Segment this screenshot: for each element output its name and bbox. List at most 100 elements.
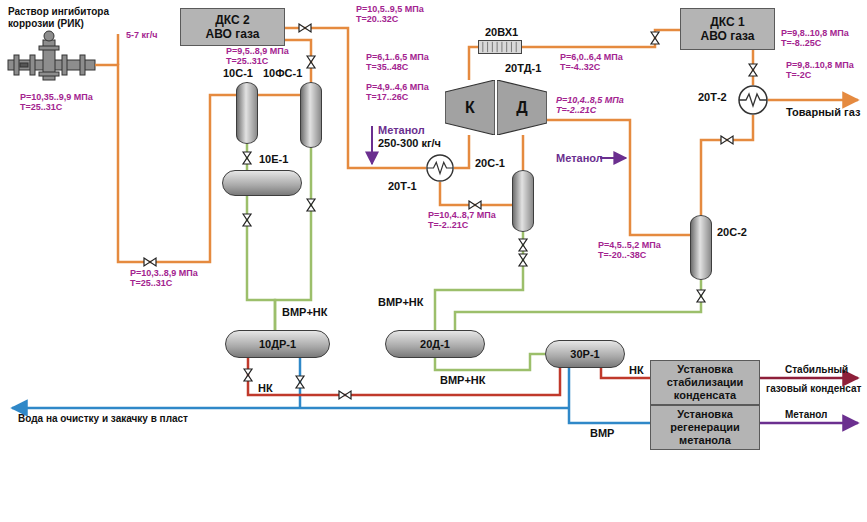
unit-box: ДКС 1АВО газа	[680, 8, 775, 50]
node-label: ДКС 2	[215, 13, 249, 27]
process-parameter: P=6,0..6,4 МПа	[560, 52, 623, 62]
process-parameter: P=6,1..6,5 МПа	[366, 52, 429, 62]
process-parameter: T=35..48C	[366, 62, 408, 72]
process-parameter: P=4,9..4,6 МПа	[366, 82, 429, 92]
stream-label: газовый конденсат	[766, 383, 861, 395]
methanol-outlet	[760, 422, 858, 425]
valve-symbol	[519, 239, 527, 251]
process-parameter: T=-2..21C	[428, 220, 468, 230]
stream-label: Вода на очистку и закачку в пласт	[18, 413, 198, 425]
horizontal-vessel: 10Е-1	[222, 170, 302, 196]
node-label: 20С-2	[717, 226, 747, 238]
valve-symbol	[144, 258, 156, 266]
node-label: АВО газа	[701, 29, 755, 43]
node-label: 10ФС-1	[263, 67, 302, 79]
methanol-injection	[371, 126, 373, 164]
pipe-line	[547, 120, 690, 235]
stream-label: Метанол	[556, 152, 603, 164]
valve-symbol	[307, 199, 315, 211]
stream-label: 250-300 кг/ч	[378, 137, 441, 149]
node-label: К	[465, 99, 475, 117]
process-parameter: P=10,4..8,7 МПа	[428, 210, 496, 220]
cooler-fins	[479, 41, 521, 53]
node-label: АВО газа	[206, 27, 260, 41]
node-label: 10С-1	[223, 67, 253, 79]
stream-label: НК	[258, 382, 273, 394]
node-label: Установка регенерации метанола	[657, 408, 753, 447]
process-parameter: T=17..26C	[366, 92, 408, 102]
process-parameter: T=20..32C	[356, 14, 398, 24]
well-gas-pipe	[95, 65, 236, 262]
stream-label: 20ТД-1	[505, 62, 541, 74]
valve-symbol	[339, 391, 351, 399]
node-label: 10Е-1	[259, 153, 288, 165]
node-label: 20Д-1	[420, 338, 450, 350]
process-parameter: T=-8..25C	[781, 38, 821, 48]
pipe-line	[258, 94, 300, 97]
stream-label: Метанол	[378, 124, 425, 136]
turbo-machine: К	[445, 80, 495, 135]
valve-symbol	[307, 56, 315, 68]
stream-label: Стабильный	[785, 364, 848, 376]
pipe-line	[440, 182, 512, 205]
stream-label: НК	[629, 364, 644, 376]
process-parameter: P=10,35..9,9 МПа	[20, 92, 93, 102]
valve-symbol	[749, 64, 757, 76]
unit-box: ДКС 2АВО газа	[180, 8, 285, 46]
process-parameter: 5-7 кг/ч	[126, 30, 158, 40]
pipe-line	[569, 368, 650, 423]
valve-symbol	[697, 290, 705, 302]
stream-label: ВМР+НК	[440, 374, 486, 386]
separator-vessel: 20С-2	[690, 215, 712, 280]
separator-vessel: 20С-1	[512, 170, 534, 232]
valve-symbol	[469, 201, 481, 209]
process-parameter: T=-4..32C	[560, 62, 600, 72]
process-parameter: P=9,8..10,8 МПа	[786, 60, 854, 70]
horizontal-vessel: 10ДР-1	[225, 330, 330, 358]
pipe-line	[454, 135, 469, 168]
stream-label: Раствор ингибитора коррозии (РИК)	[8, 6, 133, 30]
node-label: Д	[516, 99, 527, 117]
process-parameter: T=25..31C	[130, 278, 172, 288]
methanol-injection	[600, 157, 626, 159]
separator-vessel: 10С-1	[236, 82, 258, 144]
pipe-line	[522, 135, 525, 170]
horizontal-vessel: 20Д-1	[385, 330, 485, 358]
pipe-line	[455, 280, 701, 330]
wellhead	[8, 31, 95, 80]
process-parameter: P=9,5..8,9 МПа	[226, 46, 289, 56]
process-parameter: T=25..31C	[226, 56, 268, 66]
process-parameter: P=4,5..5,2 МПа	[598, 240, 661, 250]
inhibitor-pipe	[117, 34, 120, 65]
turbo-machine: Д	[497, 80, 547, 135]
stream-label: ВМР+НК	[378, 296, 424, 308]
horizontal-vessel: 30Р-1	[545, 340, 625, 368]
condensate-outlet	[760, 377, 858, 380]
stream-label: ВМР+НК	[282, 306, 328, 318]
valve-symbol	[651, 32, 659, 44]
node-label: 10ДР-1	[259, 338, 296, 350]
valve-symbol	[243, 152, 251, 164]
water-outlet	[12, 407, 569, 410]
heat-exchanger: 20Т-1	[426, 154, 454, 182]
node-label: ДКС 1	[710, 15, 744, 29]
node-label: 20Т-2	[698, 91, 727, 103]
unit-box: Установка регенерации метанола	[650, 405, 760, 450]
stream-label: Метанол	[785, 409, 827, 421]
process-parameter: P=10,5..9,5 МПа	[356, 4, 424, 14]
sales-gas-outlet	[768, 99, 858, 102]
process-parameter: T=-2..21C	[556, 105, 596, 115]
stream-label: ВМР	[590, 427, 614, 439]
process-parameter: P=10,3..8,9 МПа	[130, 268, 198, 278]
valve-symbol	[243, 214, 251, 226]
pipe-line	[701, 115, 753, 215]
node-label: 30Р-1	[570, 348, 599, 360]
exchanger-symbol	[426, 154, 454, 182]
process-parameter: P=9,8..10,8 МПа	[781, 28, 849, 38]
separator-vessel: 10ФС-1	[300, 82, 322, 148]
exchanger-symbol	[738, 85, 768, 115]
pipe-line	[522, 30, 680, 47]
stream-label: Товарный газ	[786, 106, 860, 118]
pipe-line	[435, 232, 523, 330]
pipe-line	[469, 47, 478, 80]
